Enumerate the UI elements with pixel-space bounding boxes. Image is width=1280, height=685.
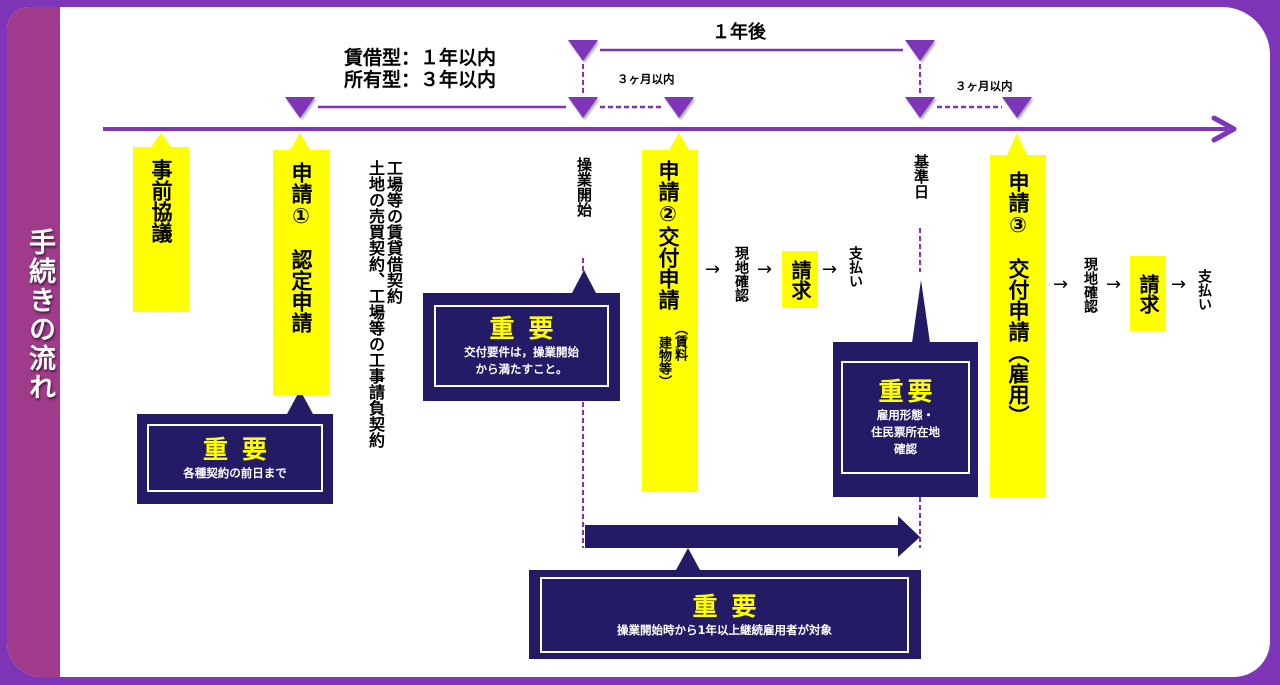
callout-continuous-employment: 重要 操業開始時から1年以上継続雇用者が対象	[529, 570, 921, 659]
step-application1: 申請① 認定申請	[273, 150, 329, 395]
claim-label-b: 請求	[1136, 273, 1160, 314]
callout1-pointer	[287, 390, 313, 414]
callout-heading: 重要	[489, 314, 568, 343]
callout-heading: 重要	[692, 591, 771, 621]
flow-arrow-icon: →	[1053, 274, 1069, 295]
step-pre-consultation: 事前協議	[133, 147, 189, 312]
period-label-own: 所有型：３年以内	[344, 69, 497, 91]
within-3-months-label-b: ３ヶ月以内	[955, 79, 1013, 93]
contracts-note-col1: 工場等の賃貸借契約	[384, 160, 403, 304]
callout-contracts: 重要 各種契約の前日まで	[137, 414, 333, 504]
site-check-label-b: 現地確認	[1082, 257, 1098, 313]
callout-text: 雇用形態・	[876, 408, 935, 422]
pointer-application3-icon	[1007, 133, 1027, 155]
duration-arrow-icon	[585, 516, 920, 557]
pointer-application2-icon	[669, 133, 689, 150]
timeline-arrowhead-icon	[1211, 115, 1237, 143]
pointer-application1-icon	[290, 133, 310, 150]
claim-box-a: 請求	[782, 251, 818, 308]
callout2-pointer	[572, 270, 596, 293]
contracts-note-col2: 土地の売買契約、工場等の工事請負契約	[366, 160, 385, 448]
pointer-pre-consultation-icon	[151, 133, 171, 147]
pre-consultation-label: 事前協議	[149, 159, 173, 243]
marker-application2-icon	[664, 97, 694, 118]
marker-operation-start-icon	[568, 97, 598, 118]
site-check-label-a: 現地確認	[733, 246, 749, 302]
payment-label-b: 支払い	[1196, 269, 1212, 311]
marker-operation-start-top-icon	[568, 40, 598, 61]
callout-text: 確認	[894, 442, 917, 456]
application2-label: 申請②交付申請	[656, 160, 680, 310]
operation-start-label: 操業開始	[575, 157, 593, 217]
claim-label-a: 請求	[788, 259, 812, 300]
side-title: 手続きの流れ	[24, 228, 55, 402]
one-year-after-label: １年後	[712, 22, 766, 43]
callout-heading: 重要	[202, 434, 281, 464]
callout-text: 住民票所在地	[871, 425, 940, 439]
callout-text: 各種契約の前日まで	[183, 465, 287, 480]
marker-reference-icon	[905, 97, 935, 118]
application1-label: 申請① 認定申請	[289, 162, 313, 333]
step-application3: 申請③ 交付申請︵雇用︶	[990, 155, 1046, 497]
within-3-months-label-a: ３ヶ月以内	[617, 72, 675, 86]
flow-arrow-icon: →	[1106, 274, 1122, 295]
callout-reference-date: 重要 雇用形態・ 住民票所在地 確認	[833, 342, 978, 497]
claim-box-b: 請求	[1130, 256, 1166, 331]
callout-text: から満たすこと。	[475, 362, 568, 376]
flow-arrow-icon: →	[1171, 274, 1187, 295]
marker-application1-icon	[285, 97, 315, 118]
diagram-canvas	[7, 7, 1270, 677]
callout4-pointer	[676, 548, 700, 570]
callout-text: 交付要件は，操業開始	[464, 345, 579, 359]
step-application2: 申請②交付申請 ︵賃料 建物等︶	[642, 150, 698, 492]
flow-arrow-icon: →	[822, 259, 838, 280]
application2-sub-col2: 建物等︶	[656, 336, 671, 388]
flow-arrow-icon: →	[705, 259, 721, 280]
marker-application3-icon	[1002, 97, 1032, 118]
callout-heading: 重要	[878, 377, 937, 406]
reference-date-label: 基準日	[912, 154, 930, 199]
callout-operation-start: 重要 交付要件は，操業開始 から満たすこと。	[423, 293, 620, 401]
callout3-pointer	[912, 280, 930, 343]
side-panel	[7, 7, 60, 677]
flow-arrow-icon: →	[757, 259, 773, 280]
payment-label-a: 支払い	[847, 246, 863, 288]
application2-sub-col1: ︵賃料	[672, 322, 687, 361]
marker-reference-top-icon	[905, 40, 935, 61]
period-label-lease: 賃借型：１年以内	[344, 47, 497, 69]
application3-label: 申請③ 交付申請︵雇用︶	[1006, 171, 1030, 426]
callout-text: 操業開始時から1年以上継続雇用者が対象	[617, 622, 832, 637]
